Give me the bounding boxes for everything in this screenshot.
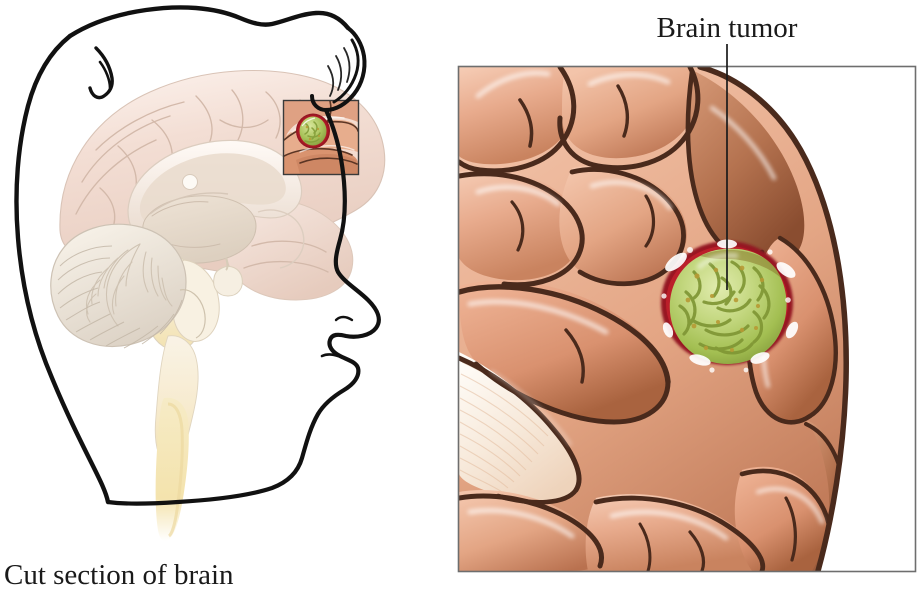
tumor-flecks xyxy=(685,265,765,352)
spinal-cord-center xyxy=(167,402,184,538)
hair-lock xyxy=(310,26,367,112)
tumor-convolutions xyxy=(678,260,771,355)
hair-strand-lines xyxy=(327,47,351,97)
pituitary xyxy=(213,265,243,297)
head-sagittal-panel: Cut section of brain xyxy=(4,5,386,590)
face-profile xyxy=(105,107,381,506)
cerebellum-folia xyxy=(57,245,183,349)
cortex-outer-edge xyxy=(697,67,849,571)
tumor-rim-sparkles xyxy=(661,247,791,373)
spinal-cord xyxy=(155,397,189,542)
fornix xyxy=(149,192,229,215)
magnified-panel: Brain tumor xyxy=(457,12,917,573)
inset-magnification-window[interactable] xyxy=(282,99,360,176)
interthalamic-adhesion xyxy=(182,174,198,190)
inset-box-border xyxy=(282,99,360,176)
hairline-notch-2 xyxy=(98,60,112,90)
gyrus-top-mid xyxy=(562,67,698,159)
infundibulum xyxy=(225,257,229,271)
tumor-region[interactable] xyxy=(661,239,801,373)
gyrus-top-right xyxy=(687,70,805,265)
lateral-ventricle xyxy=(257,209,305,269)
caption-cut-section: Cut section of brain xyxy=(4,559,234,590)
head-back-contour xyxy=(14,33,111,505)
nostril xyxy=(334,315,354,322)
scalp-contour xyxy=(67,5,351,39)
head-profile-outline xyxy=(14,5,381,506)
hairline-notch xyxy=(88,46,114,100)
tumor-rim-highlights xyxy=(662,239,799,366)
magnified-panel-border xyxy=(457,65,917,573)
mouth-line xyxy=(320,353,340,358)
tumor-highlight xyxy=(696,253,739,270)
hair-lock-inner xyxy=(332,38,360,104)
fourth-ventricle xyxy=(179,289,206,339)
label-brain-tumor: Brain tumor xyxy=(657,12,798,44)
